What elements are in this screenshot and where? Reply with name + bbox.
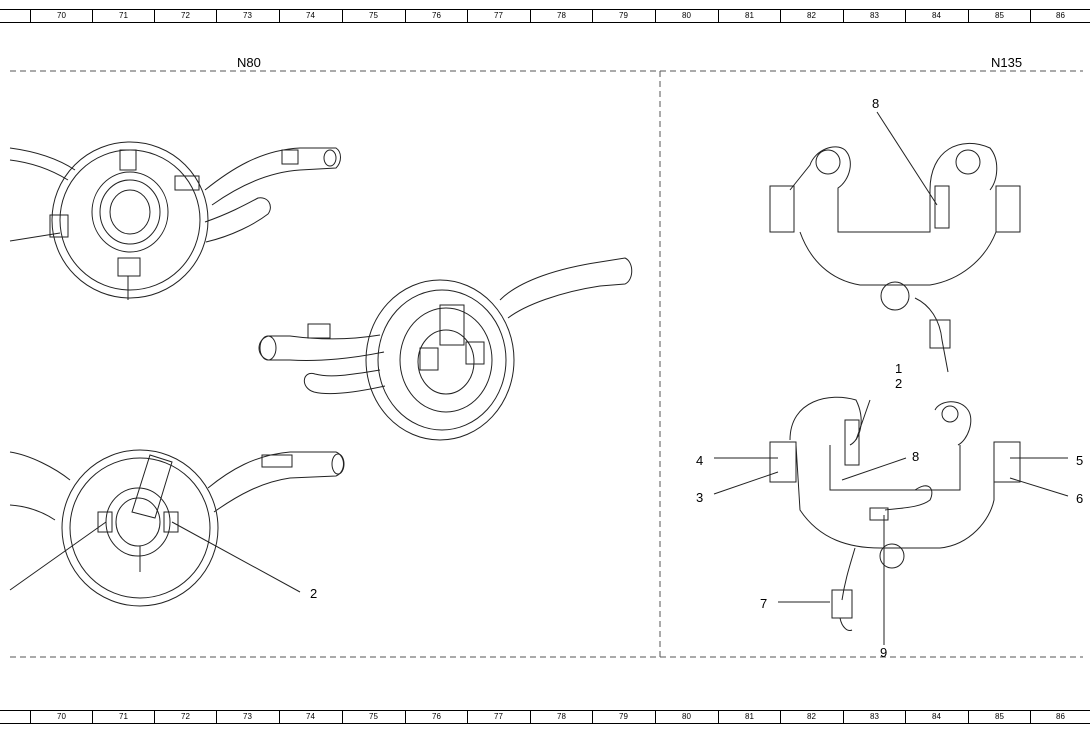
- ruler-cell: 74: [279, 711, 341, 723]
- callout-label: 3: [696, 490, 703, 505]
- section-title-n80: N80: [237, 55, 261, 70]
- ruler-cell: 75: [342, 10, 404, 22]
- callout-label: 2: [310, 586, 317, 601]
- ruler-cell: 77: [467, 711, 529, 723]
- grid-ruler-bottom: 70 71 72 73 74 75 76 77 78 79 80 81 82 8…: [0, 710, 1090, 724]
- ruler-cell: 72: [154, 711, 216, 723]
- ruler-cell: 84: [905, 10, 967, 22]
- switch-module-n80-perspective-view: [258, 257, 633, 441]
- section-title-n135: N135: [991, 55, 1023, 70]
- callout-label: 2: [895, 376, 902, 391]
- ruler-cell: 72: [154, 10, 216, 22]
- ruler-cell: 75: [342, 711, 404, 723]
- ruler-cell: 76: [405, 10, 467, 22]
- ruler-cell: 76: [405, 711, 467, 723]
- switch-module-n135-top-view: [769, 111, 1021, 373]
- ruler-cell: 86: [1030, 711, 1090, 723]
- ruler-cell: 70: [30, 711, 92, 723]
- callout-label: 5: [1076, 453, 1083, 468]
- ruler-cell: 81: [718, 711, 780, 723]
- switch-module-n135-bottom-view: [713, 396, 1069, 645]
- callout-label: 7: [760, 596, 767, 611]
- ruler-cell: 85: [968, 10, 1030, 22]
- ruler-cell: 71: [92, 10, 154, 22]
- callout-label: 1: [895, 361, 902, 376]
- callout-labels: 2 8 1 2 4 3 8 5 6 7 9: [310, 96, 1083, 660]
- ruler-cell: 74: [279, 10, 341, 22]
- ruler-cell: 79: [592, 711, 654, 723]
- ruler-cell: 81: [718, 10, 780, 22]
- ruler-cell: 73: [216, 10, 278, 22]
- ruler-cell: 80: [655, 711, 717, 723]
- ruler-cell: 78: [530, 711, 592, 723]
- ruler-cell: 70: [30, 10, 92, 22]
- ruler-cell: 73: [216, 711, 278, 723]
- callout-label: 8: [872, 96, 879, 111]
- callout-label: 6: [1076, 491, 1083, 506]
- ruler-cell: 83: [843, 10, 905, 22]
- callout-label: 8: [912, 449, 919, 464]
- ruler-cell: 77: [467, 10, 529, 22]
- ruler-cell: 82: [780, 10, 842, 22]
- ruler-cell: 80: [655, 10, 717, 22]
- ruler-cell: 84: [905, 711, 967, 723]
- callout-label: 4: [696, 453, 703, 468]
- ruler-cell: 86: [1030, 10, 1090, 22]
- switch-module-n80-top-view: [9, 141, 341, 300]
- callout-label: 9: [880, 645, 887, 660]
- ruler-cell: 78: [530, 10, 592, 22]
- grid-ruler-top: 70 71 72 73 74 75 76 77 78 79 80 81 82 8…: [0, 9, 1090, 23]
- ruler-cell: 85: [968, 711, 1030, 723]
- switch-module-n80-bottom-view: [9, 449, 345, 607]
- ruler-cell: 79: [592, 10, 654, 22]
- ruler-cell: 82: [780, 711, 842, 723]
- ruler-cell: 71: [92, 711, 154, 723]
- section-frame: [10, 70, 1083, 658]
- ruler-cell: 83: [843, 711, 905, 723]
